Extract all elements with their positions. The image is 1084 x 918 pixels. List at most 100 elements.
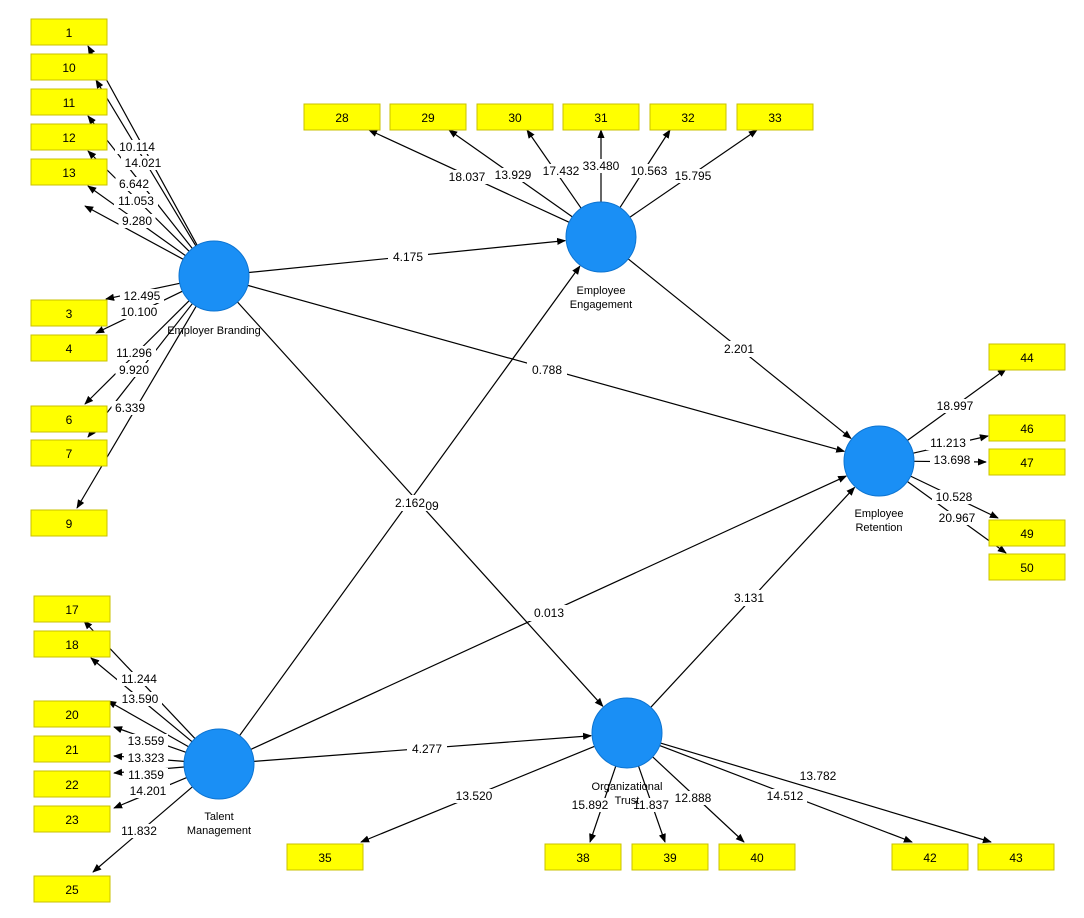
loading-value-bg bbox=[579, 159, 623, 173]
construct-node-er[interactable] bbox=[843, 425, 915, 497]
construct-label-er: Retention bbox=[855, 522, 902, 534]
path-value-eb-ee: 4.175 bbox=[393, 250, 423, 264]
loading-value: 15.795 bbox=[675, 169, 712, 183]
loading-value-bg bbox=[124, 768, 168, 782]
loading-value: 10.100 bbox=[121, 305, 158, 319]
loading-value: 11.244 bbox=[121, 672, 157, 686]
loading-value: 17.432 bbox=[543, 164, 580, 178]
loading-value-bg bbox=[114, 194, 158, 208]
loading-value: 13.559 bbox=[128, 734, 165, 748]
loading-value: 11.296 bbox=[116, 346, 152, 360]
loading-value-bg bbox=[671, 791, 715, 805]
loading-value: 9.920 bbox=[119, 363, 149, 377]
indicator-label: 20 bbox=[65, 708, 79, 722]
indicator-label: 32 bbox=[681, 111, 695, 125]
loading-value: 10.114 bbox=[119, 140, 155, 154]
loading-value-bg bbox=[124, 751, 168, 765]
indicator-box-10[interactable] bbox=[30, 53, 108, 81]
indicator-label: 35 bbox=[318, 851, 332, 865]
indicator-box-49[interactable] bbox=[988, 519, 1066, 547]
loading-value: 20.967 bbox=[939, 511, 976, 525]
construct-node-tm[interactable] bbox=[183, 728, 255, 800]
path-value-bg bbox=[719, 341, 759, 357]
path-value-ee-er: 2.201 bbox=[724, 342, 754, 356]
path-value-bg bbox=[729, 590, 769, 606]
indicator-box-18[interactable] bbox=[33, 630, 111, 658]
construct-label-ee: Engagement bbox=[570, 299, 632, 311]
indicator-box-33[interactable] bbox=[736, 103, 814, 131]
indicator-box-31[interactable] bbox=[562, 103, 640, 131]
indicator-box-40[interactable] bbox=[718, 843, 796, 871]
indicator-box-30[interactable] bbox=[476, 103, 554, 131]
indicator-box-20[interactable] bbox=[33, 700, 111, 728]
loading-value-bg bbox=[117, 305, 161, 319]
indicator-box-35[interactable] bbox=[286, 843, 364, 871]
indicator-box-21[interactable] bbox=[33, 735, 111, 763]
path-value-bg bbox=[407, 741, 447, 757]
path-value-ot-er: 3.131 bbox=[734, 591, 764, 605]
indicator-label: 18 bbox=[65, 638, 79, 652]
indicator-box-50[interactable] bbox=[988, 553, 1066, 581]
indicator-label: 31 bbox=[594, 111, 608, 125]
indicator-box-6[interactable] bbox=[30, 405, 108, 433]
indicator-box-44[interactable] bbox=[988, 343, 1066, 371]
indicator-box-47[interactable] bbox=[988, 448, 1066, 476]
loading-arrow-unlabeled-24 bbox=[107, 700, 189, 748]
indicator-box-17[interactable] bbox=[33, 595, 111, 623]
loading-value: 11.213 bbox=[930, 436, 966, 450]
indicator-label: 6 bbox=[66, 413, 73, 427]
indicator-label: 29 bbox=[421, 111, 435, 125]
indicator-box-9[interactable] bbox=[30, 509, 108, 537]
indicator-label: 13 bbox=[62, 166, 76, 180]
indicator-label: 3 bbox=[66, 307, 73, 321]
construct-node-ot[interactable] bbox=[591, 697, 663, 769]
construct-node-ee[interactable] bbox=[565, 201, 637, 273]
loading-value: 33.480 bbox=[583, 159, 620, 173]
indicator-label: 10 bbox=[62, 61, 76, 75]
indicator-box-39[interactable] bbox=[631, 843, 709, 871]
indicator-label: 44 bbox=[1020, 351, 1034, 365]
indicator-box-28[interactable] bbox=[303, 103, 381, 131]
indicator-box-42[interactable] bbox=[891, 843, 969, 871]
path-value-bg bbox=[388, 249, 428, 265]
indicator-label: 11 bbox=[63, 96, 76, 110]
construct-label-tm: Management bbox=[187, 825, 251, 837]
indicator-box-23[interactable] bbox=[33, 805, 111, 833]
indicator-box-46[interactable] bbox=[988, 414, 1066, 442]
construct-label-ot: Trust bbox=[615, 795, 640, 807]
indicator-label: 4 bbox=[66, 342, 73, 356]
indicator-box-29[interactable] bbox=[389, 103, 467, 131]
loading-value: 11.832 bbox=[121, 824, 157, 838]
loading-value-bg bbox=[763, 789, 807, 803]
indicator-box-32[interactable] bbox=[649, 103, 727, 131]
indicator-box-7[interactable] bbox=[30, 439, 108, 467]
loading-value-bg bbox=[115, 363, 153, 377]
indicator-label: 38 bbox=[576, 851, 590, 865]
path-value-tm-er: 0.013 bbox=[534, 606, 564, 620]
indicator-box-38[interactable] bbox=[544, 843, 622, 871]
indicator-box-22[interactable] bbox=[33, 770, 111, 798]
indicator-label: 47 bbox=[1020, 456, 1034, 470]
loading-value: 10.563 bbox=[631, 164, 668, 178]
indicator-box-12[interactable] bbox=[30, 123, 108, 151]
indicator-box-1[interactable] bbox=[30, 18, 108, 46]
loading-value-bg bbox=[671, 169, 715, 183]
loading-value-bg bbox=[629, 798, 673, 812]
indicator-box-25[interactable] bbox=[33, 875, 111, 903]
construct-label-ee: Employee bbox=[577, 285, 626, 297]
indicator-box-13[interactable] bbox=[30, 158, 108, 186]
loading-value: 14.201 bbox=[130, 784, 167, 798]
loading-value: 13.929 bbox=[495, 168, 532, 182]
indicator-box-3[interactable] bbox=[30, 299, 108, 327]
loading-value: 18.037 bbox=[449, 170, 486, 184]
indicator-box-4[interactable] bbox=[30, 334, 108, 362]
loading-value-bg bbox=[120, 289, 164, 303]
indicator-box-11[interactable] bbox=[30, 88, 108, 116]
loading-value: 13.590 bbox=[122, 692, 159, 706]
loading-value: 10.528 bbox=[936, 490, 973, 504]
loading-value-bg bbox=[568, 798, 612, 812]
construct-node-eb[interactable] bbox=[178, 240, 250, 312]
loading-value-bg bbox=[452, 789, 496, 803]
loading-value: 13.782 bbox=[800, 769, 837, 783]
indicator-box-43[interactable] bbox=[977, 843, 1055, 871]
